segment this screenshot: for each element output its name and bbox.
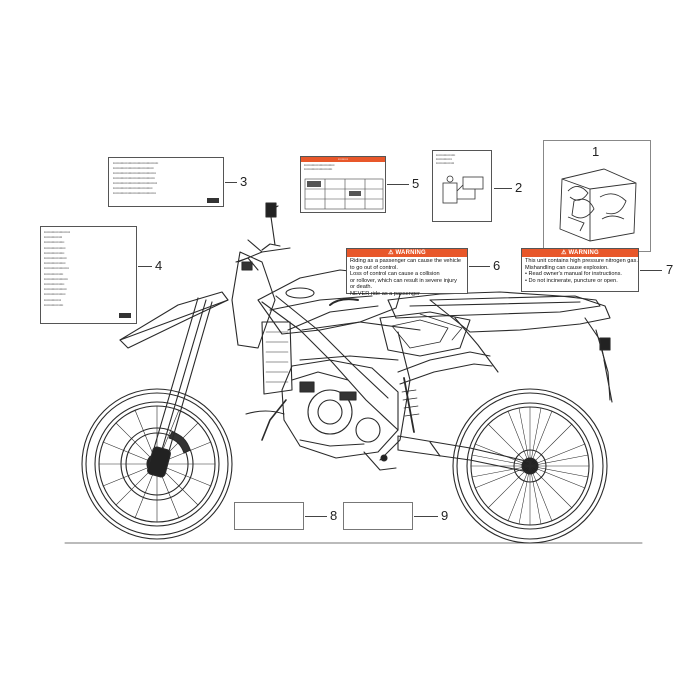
decal-5-header: ▪▪▪▪▪▪▪▪ [301,157,385,162]
decal-2-text: ▪▪▪▪▪▪▪▪▪▪▪▪▪▪▪▪▪▪▪▪▪▪▪▪▪▪▪▪▪▪▪▪▪▪▪▪▪▪▪▪… [436,153,456,166]
leader-5 [387,184,409,185]
decal-6-line: or rollover, which can result in severe … [350,277,457,284]
front-fork [147,297,213,478]
decal-3-logo [207,198,219,203]
decal-6-passenger-warning: ⚠ WARNING Riding as a passenger can caus… [346,248,468,297]
decal-5: ▪▪▪▪▪▪▪▪ ▪▪▪▪▪▪▪▪▪▪▪▪▪▪▪▪▪▪▪▪▪▪▪▪▪▪▪▪▪▪▪… [300,156,386,213]
front-fender [119,291,229,349]
decal-4: ▪▪▪▪▪▪▪▪▪▪▪▪▪▪▪▪▪▪▪▪▪▪▪▪▪▪▪▪▪▪▪▪▪▪▪▪▪▪▪▪… [40,226,137,324]
exhaust [397,351,493,385]
rear-shock [401,377,420,433]
leader-9 [414,516,438,517]
leader-3 [225,182,237,183]
leader-4 [138,266,152,267]
leader-2 [494,188,512,189]
decal-6-header: ⚠ WARNING [347,249,467,257]
decal-3: ▪▪▪▪▪▪▪▪▪▪▪▪▪▪▪▪▪▪▪▪▪▪▪▪▪▪▪▪▪▪▪▪▪▪▪▪▪▪▪▪… [108,157,224,207]
decal-8-blank [234,502,304,530]
decal-9-blank [343,502,413,530]
decal-6-line: to go out of control. [350,264,398,271]
tail-section [429,295,613,403]
decal-6-line: NEVER ride as a passenger [350,290,420,297]
decal-3-text: ▪▪▪▪▪▪▪▪▪▪▪▪▪▪▪▪▪▪▪▪▪▪▪▪▪▪▪▪▪▪▪▪▪▪▪▪▪▪▪▪… [113,161,159,195]
decal-7-line: • Do not incinerate, puncture or open. [525,277,618,284]
callout-2: 2 [515,180,523,195]
frame [261,295,421,461]
decal-7-header: ⚠ WARNING [522,249,638,257]
decal-6-body: Riding as a passenger can cause the vehi… [347,257,467,299]
leader-8 [305,516,327,517]
handlebar [237,202,291,263]
decal-5-table-icon [304,178,384,210]
decal-6-line: or death. [350,284,373,291]
callout-4: 4 [155,258,163,273]
callout-6: 6 [493,258,501,273]
callout-7: 7 [666,262,674,277]
decal-7-body: This unit contains high pressure nitroge… [522,257,638,285]
radiator [261,321,293,395]
decal-7-line: This unit contains high pressure nitroge… [525,258,638,264]
callout-8: 8 [330,508,338,523]
side-panel [379,311,471,357]
callout-9: 9 [441,508,449,523]
decal-kit-bag-icon [559,168,637,242]
swingarm [397,435,531,473]
decal-7-line: • Read owner's manual for instructions. [525,271,622,278]
leader-6 [469,266,490,267]
callout-1: 1 [592,144,600,159]
decal-4-text: ▪▪▪▪▪▪▪▪▪▪▪▪▪▪▪▪▪▪▪▪▪▪▪▪▪▪▪▪▪▪▪▪▪▪▪▪▪▪▪▪… [44,230,70,307]
decal-4-logo [119,313,131,318]
decal-6-line: Riding as a passenger can cause the vehi… [350,258,462,264]
leader-7 [640,270,662,271]
decal-2-diagram-icon [442,175,484,204]
decal-7-nitrogen-warning: ⚠ WARNING This unit contains high pressu… [521,248,639,292]
seat [387,291,601,319]
callout-3: 3 [240,174,248,189]
callout-5: 5 [412,176,420,191]
decal-kit-frame [543,140,651,252]
decal-7-line: Mishandling can cause explosion. [525,264,609,271]
tank-shroud [257,269,403,335]
decal-5-text: ▪▪▪▪▪▪▪▪▪▪▪▪▪▪▪▪▪▪▪▪▪▪▪▪▪▪▪▪▪▪▪▪▪▪▪▪▪▪▪▪… [304,163,335,172]
decal-2: ▪▪▪▪▪▪▪▪▪▪▪▪▪▪▪▪▪▪▪▪▪▪▪▪▪▪▪▪▪▪▪▪▪▪▪▪▪▪▪▪… [432,150,492,222]
decal-6-line: Loss of control can cause a collision [350,271,440,278]
footpeg [363,451,397,471]
engine [245,359,399,459]
front-plate [231,251,276,349]
rear-wheel [452,388,608,544]
